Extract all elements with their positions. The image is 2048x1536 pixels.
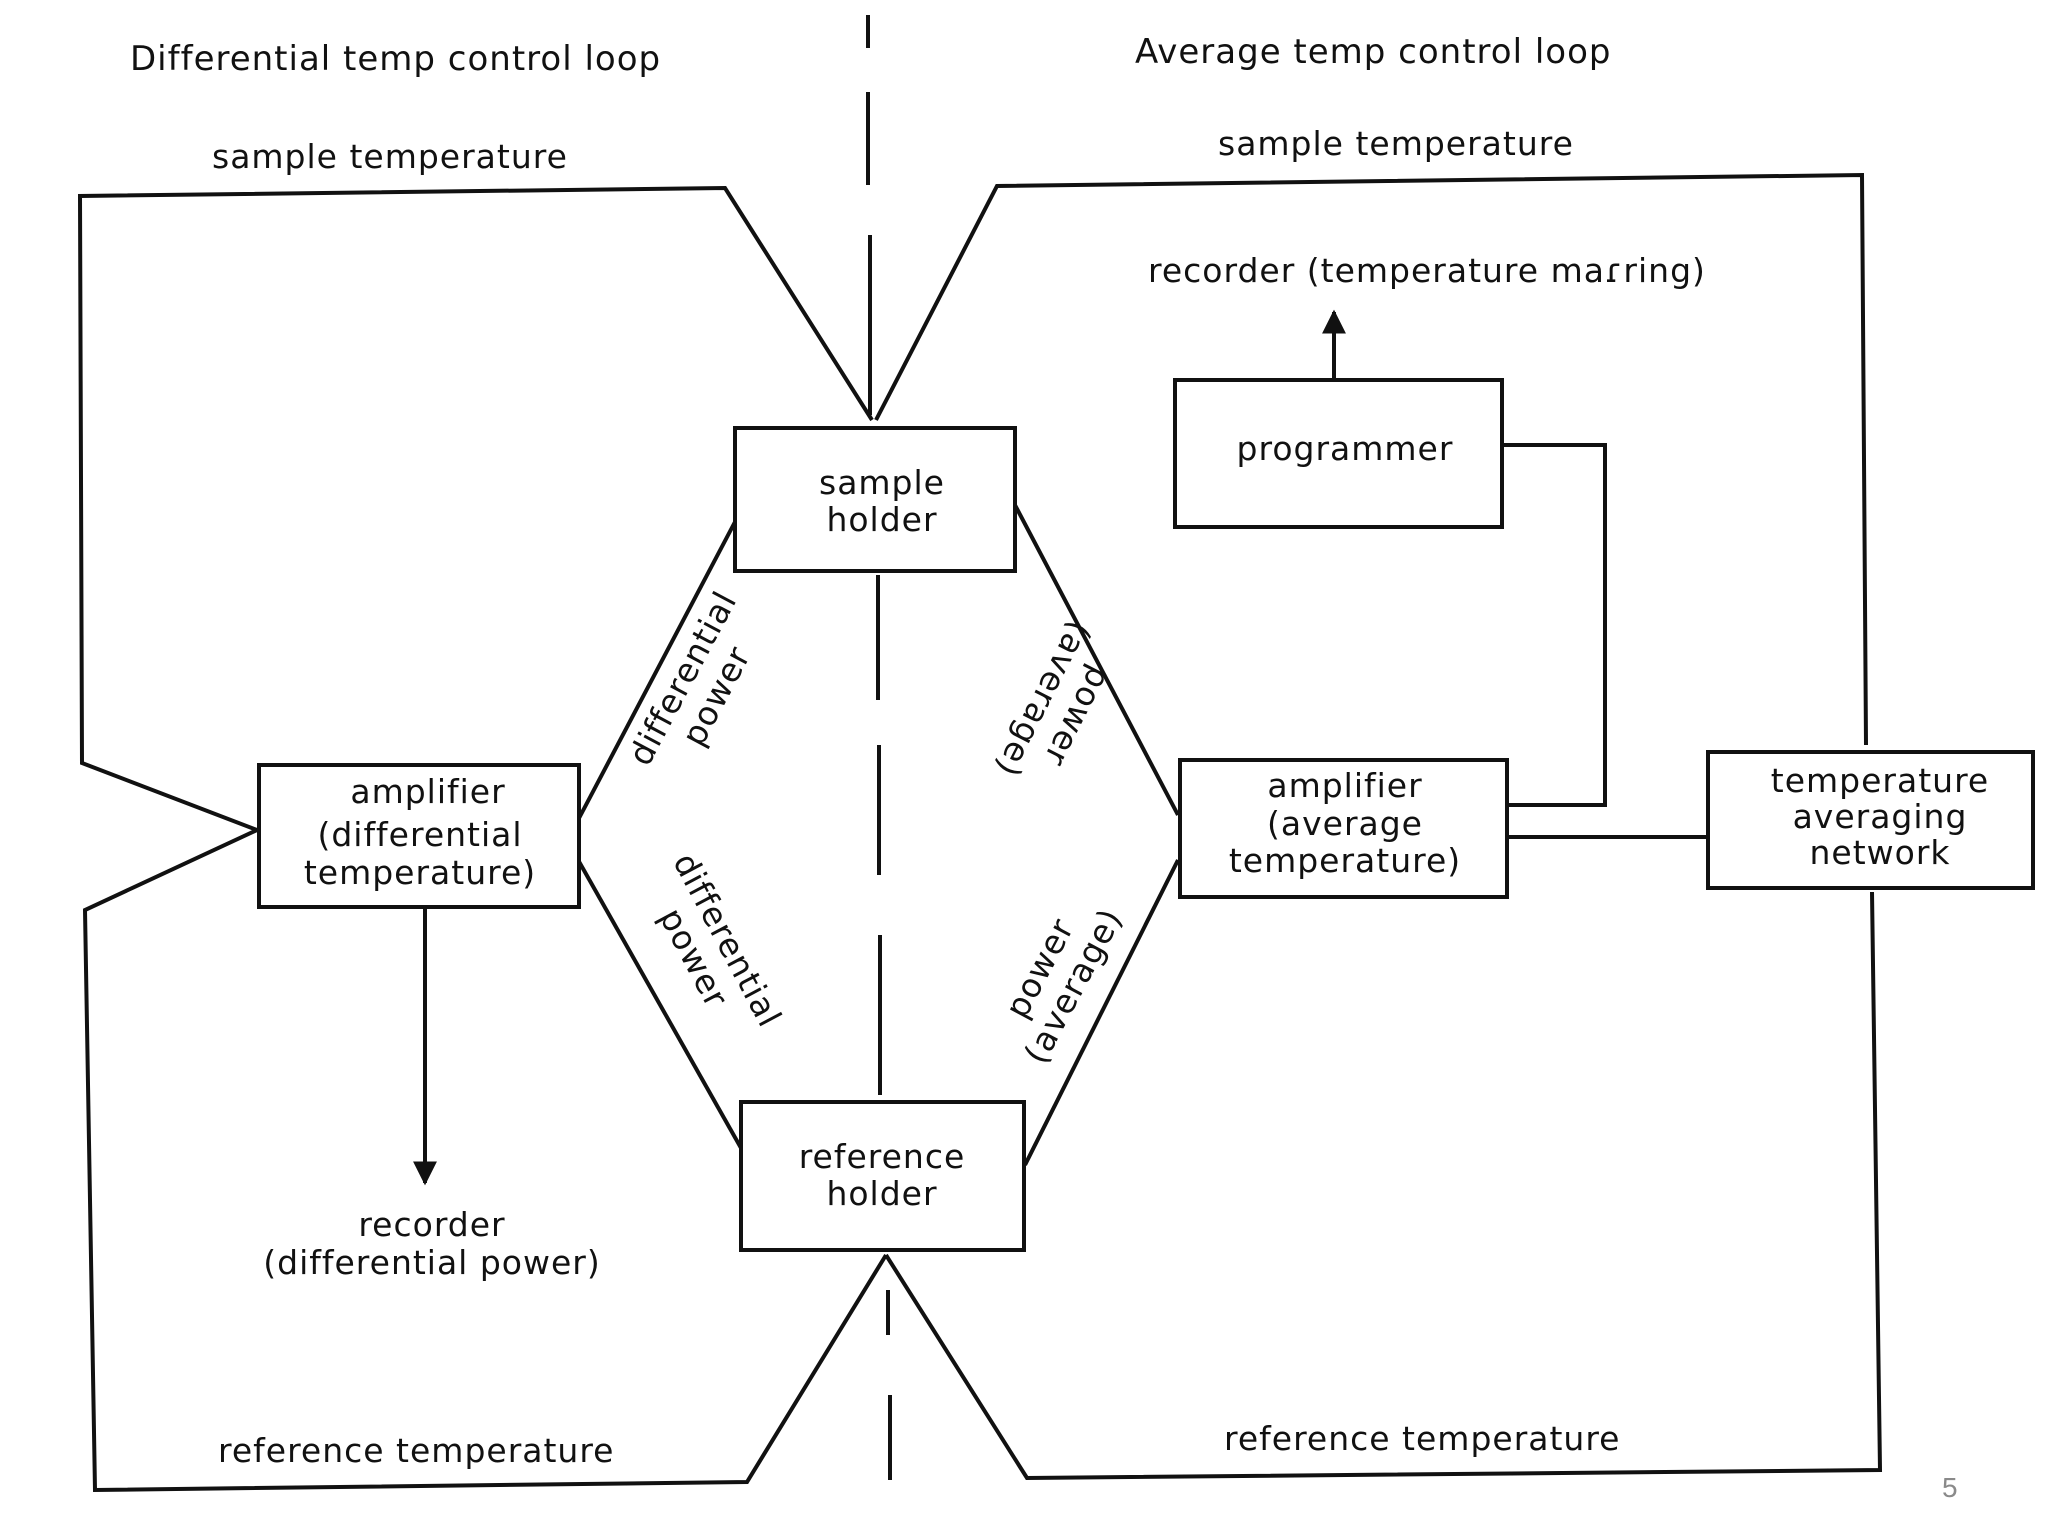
recorder-differential-label-line2: (differential power) xyxy=(263,1243,600,1282)
amplifier-average-label-line3: temperature) xyxy=(1229,841,1461,880)
reference-temperature-label-left: reference temperature xyxy=(218,1431,615,1470)
differential-power-label-lower: differential power xyxy=(652,846,790,1033)
reference-holder-label-line1: reference xyxy=(799,1137,966,1176)
reference-holder-label-line2: holder xyxy=(826,1174,937,1213)
power-average-label-upper: power (average) xyxy=(988,615,1119,784)
sample-temperature-line-right xyxy=(874,172,1868,746)
reference-temperature-line-right xyxy=(884,891,1883,1481)
amplifier-average-label-line2: (average xyxy=(1267,804,1423,843)
averaging-network-label-line1: temperature xyxy=(1771,761,1989,800)
power-average-line-lower xyxy=(1023,859,1180,1166)
programmer-label: programmer xyxy=(1237,429,1454,468)
center-divider xyxy=(866,15,892,1480)
sample-temperature-label-left: sample temperature xyxy=(212,137,568,176)
programmer-to-amplifier-line xyxy=(1502,443,1607,807)
programmer-box: programmer xyxy=(1173,378,1504,529)
sample-temperature-label-right: sample temperature xyxy=(1218,124,1574,163)
amplifier-average-box: amplifier (average temperature) xyxy=(1178,758,1509,899)
sample-temperature-line-left xyxy=(77,185,874,832)
sample-holder-label-line1: sample xyxy=(819,463,945,502)
amplifier-differential-label-line1: amplifier xyxy=(350,772,505,811)
power-average-label-lower: power (average) xyxy=(997,902,1130,1070)
recorder-differential-label-line1: recorder xyxy=(358,1205,505,1244)
sample-holder-label-line2: holder xyxy=(826,500,937,539)
averaging-network-label-line3: network xyxy=(1809,833,1950,872)
temperature-averaging-network-box: temperature averaging network xyxy=(1706,750,2035,890)
heading-differential-loop: Differential temp control loop xyxy=(130,39,661,79)
reference-holder-box: reference holder xyxy=(739,1100,1026,1252)
power-average-line-upper xyxy=(1013,504,1180,816)
page-number: 5 xyxy=(1942,1472,1958,1503)
averaging-network-label-line2: averaging xyxy=(1793,797,1968,836)
differential-power-label-upper: differential power xyxy=(620,584,758,771)
differential-power-line-lower xyxy=(575,857,743,1149)
amplifier-average-label-line1: amplifier xyxy=(1267,766,1422,805)
amplifier-differential-label-line3: temperature) xyxy=(304,853,536,892)
reference-temperature-label-right: reference temperature xyxy=(1224,1419,1621,1458)
reference-temperature-line-left xyxy=(82,828,888,1493)
amplifier-differential-label-line2: (differential xyxy=(317,815,522,854)
amplifier-differential-box: amplifier (differential temperature) xyxy=(257,763,581,909)
heading-average-loop: Average temp control loop xyxy=(1135,32,1611,72)
sample-holder-box: sample holder xyxy=(733,426,1017,573)
differential-power-line-upper xyxy=(575,519,738,823)
recorder-temperature-marking-label: recorder (temperature maɾring) xyxy=(1148,251,1706,290)
